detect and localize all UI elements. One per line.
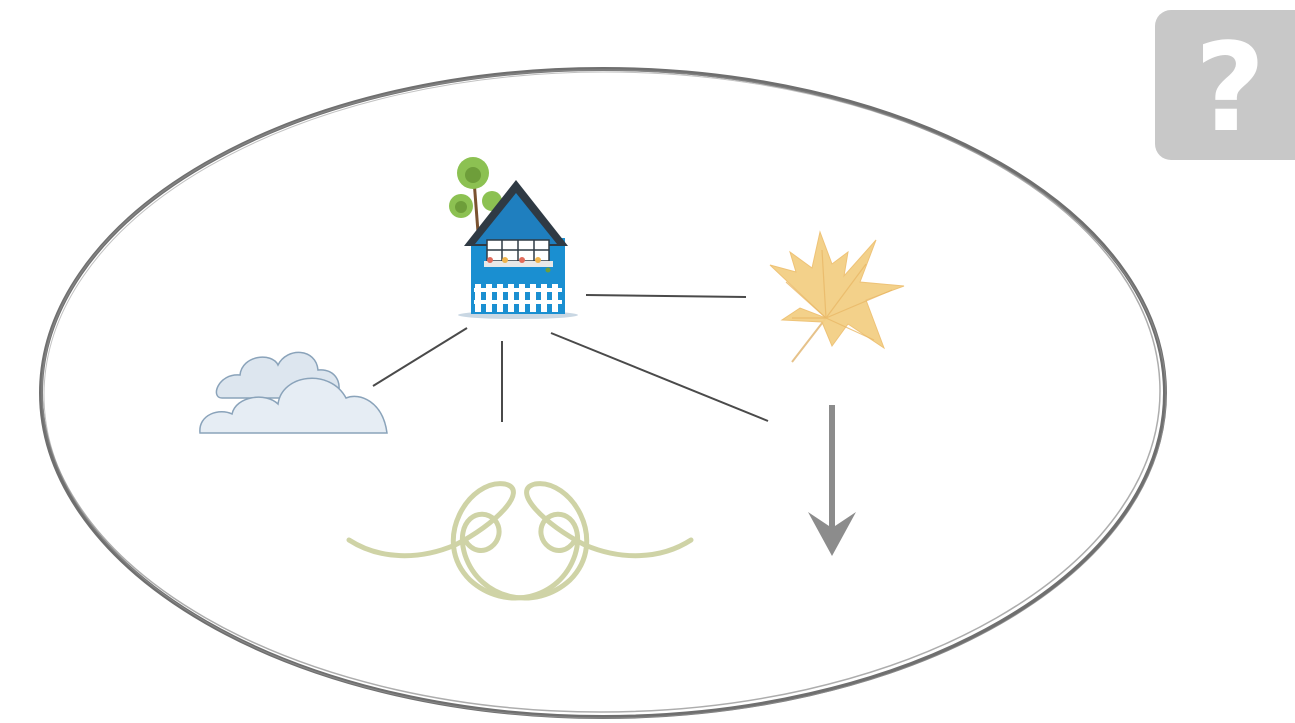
question-mark-icon: ? (1194, 17, 1266, 159)
down-arrow-icon (808, 405, 856, 556)
connectors (372, 294, 769, 422)
connector-house-arrow (550, 332, 769, 422)
house-icon (449, 157, 578, 319)
connector-house-leaf (585, 294, 747, 298)
cloud-icon (199, 351, 388, 434)
boundary-ellipse (39, 67, 1167, 719)
maple-leaf-icon (769, 230, 905, 363)
help-button[interactable]: ? (1155, 10, 1295, 160)
swirl-ornament-icon (346, 481, 694, 601)
connector-house-cloud (372, 327, 468, 387)
